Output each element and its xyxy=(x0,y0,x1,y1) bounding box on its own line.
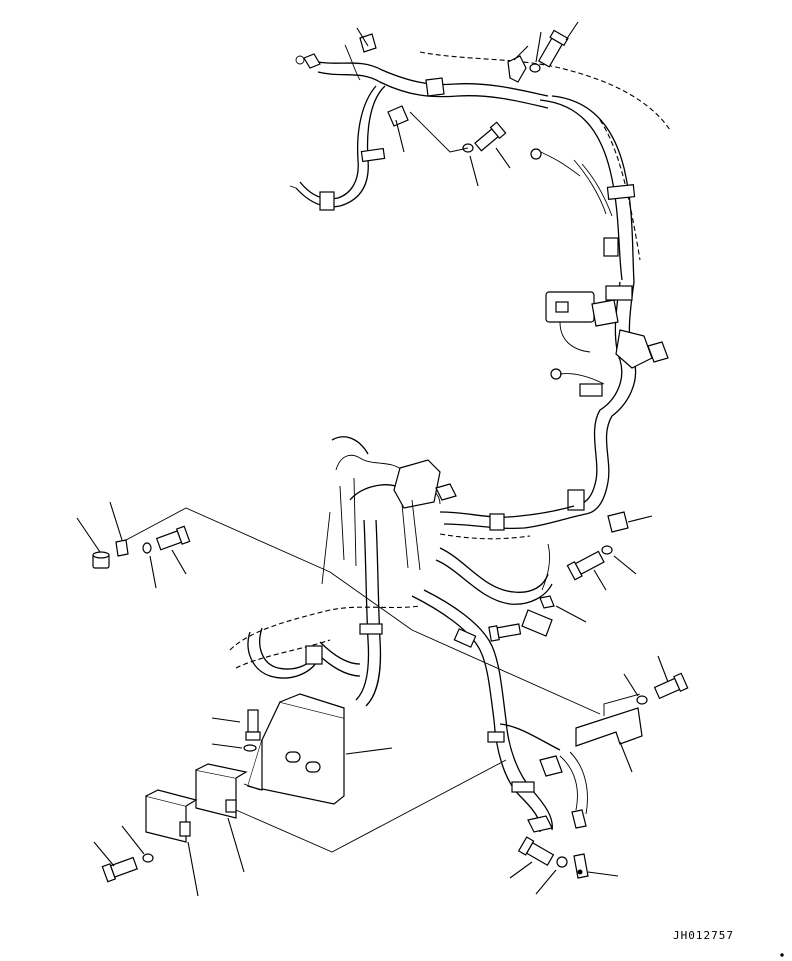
left-bolt-group xyxy=(76,501,413,631)
lower-right-harness xyxy=(411,629,689,895)
central-harness xyxy=(229,436,587,721)
corner-mark xyxy=(780,953,784,957)
drawing-code-label: JH012757 xyxy=(673,929,734,942)
relay-cluster xyxy=(545,281,669,515)
controller-assembly xyxy=(93,693,507,897)
upper-harness xyxy=(289,21,671,283)
right-clip-group xyxy=(566,511,653,591)
